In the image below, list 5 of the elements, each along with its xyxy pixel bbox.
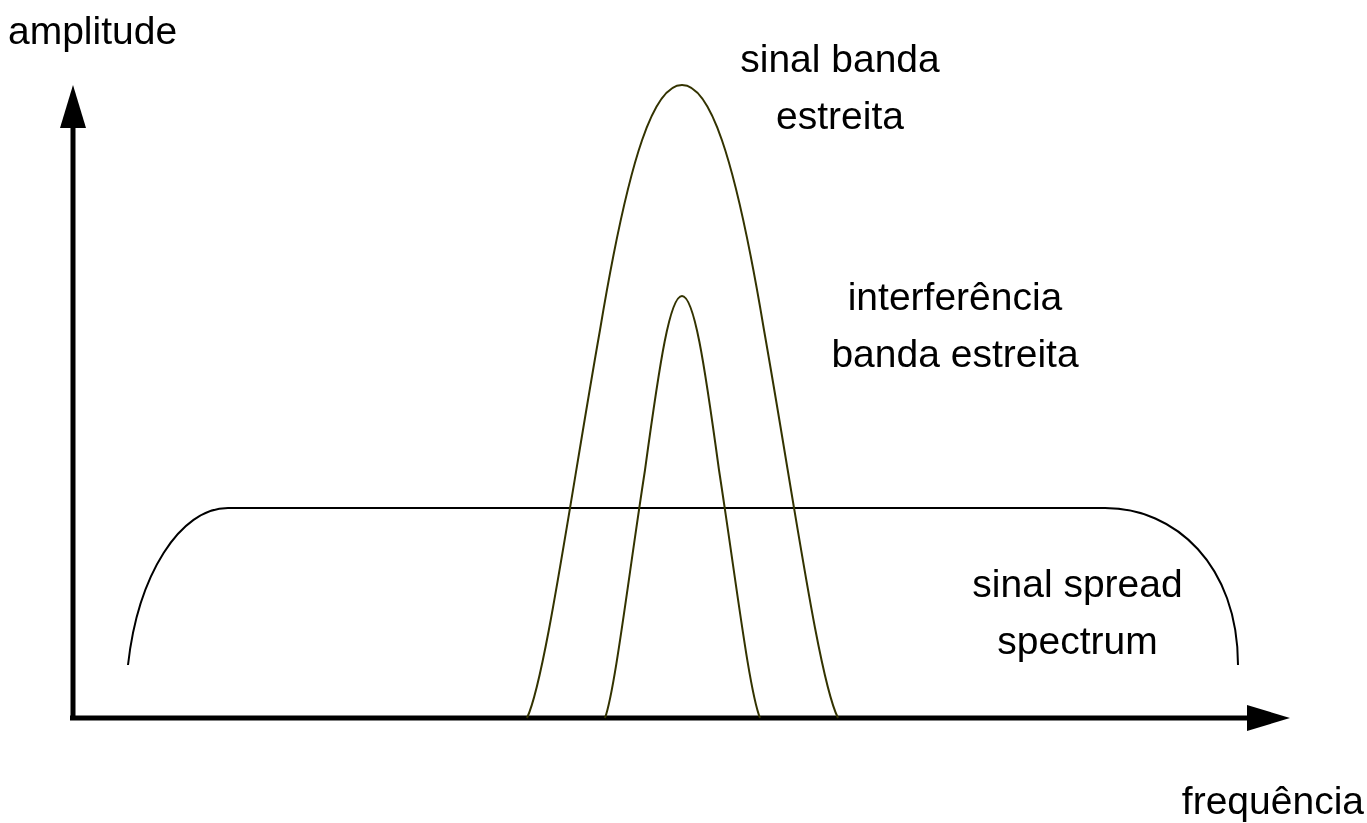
curve-label: sinal spread spectrum [971,561,1184,664]
curve-label: sinal banda estreita [739,36,941,139]
curve-label: interferência banda estreita [830,274,1080,377]
axis-label: amplitude [8,8,179,54]
axis-label: frequência [1180,778,1364,823]
